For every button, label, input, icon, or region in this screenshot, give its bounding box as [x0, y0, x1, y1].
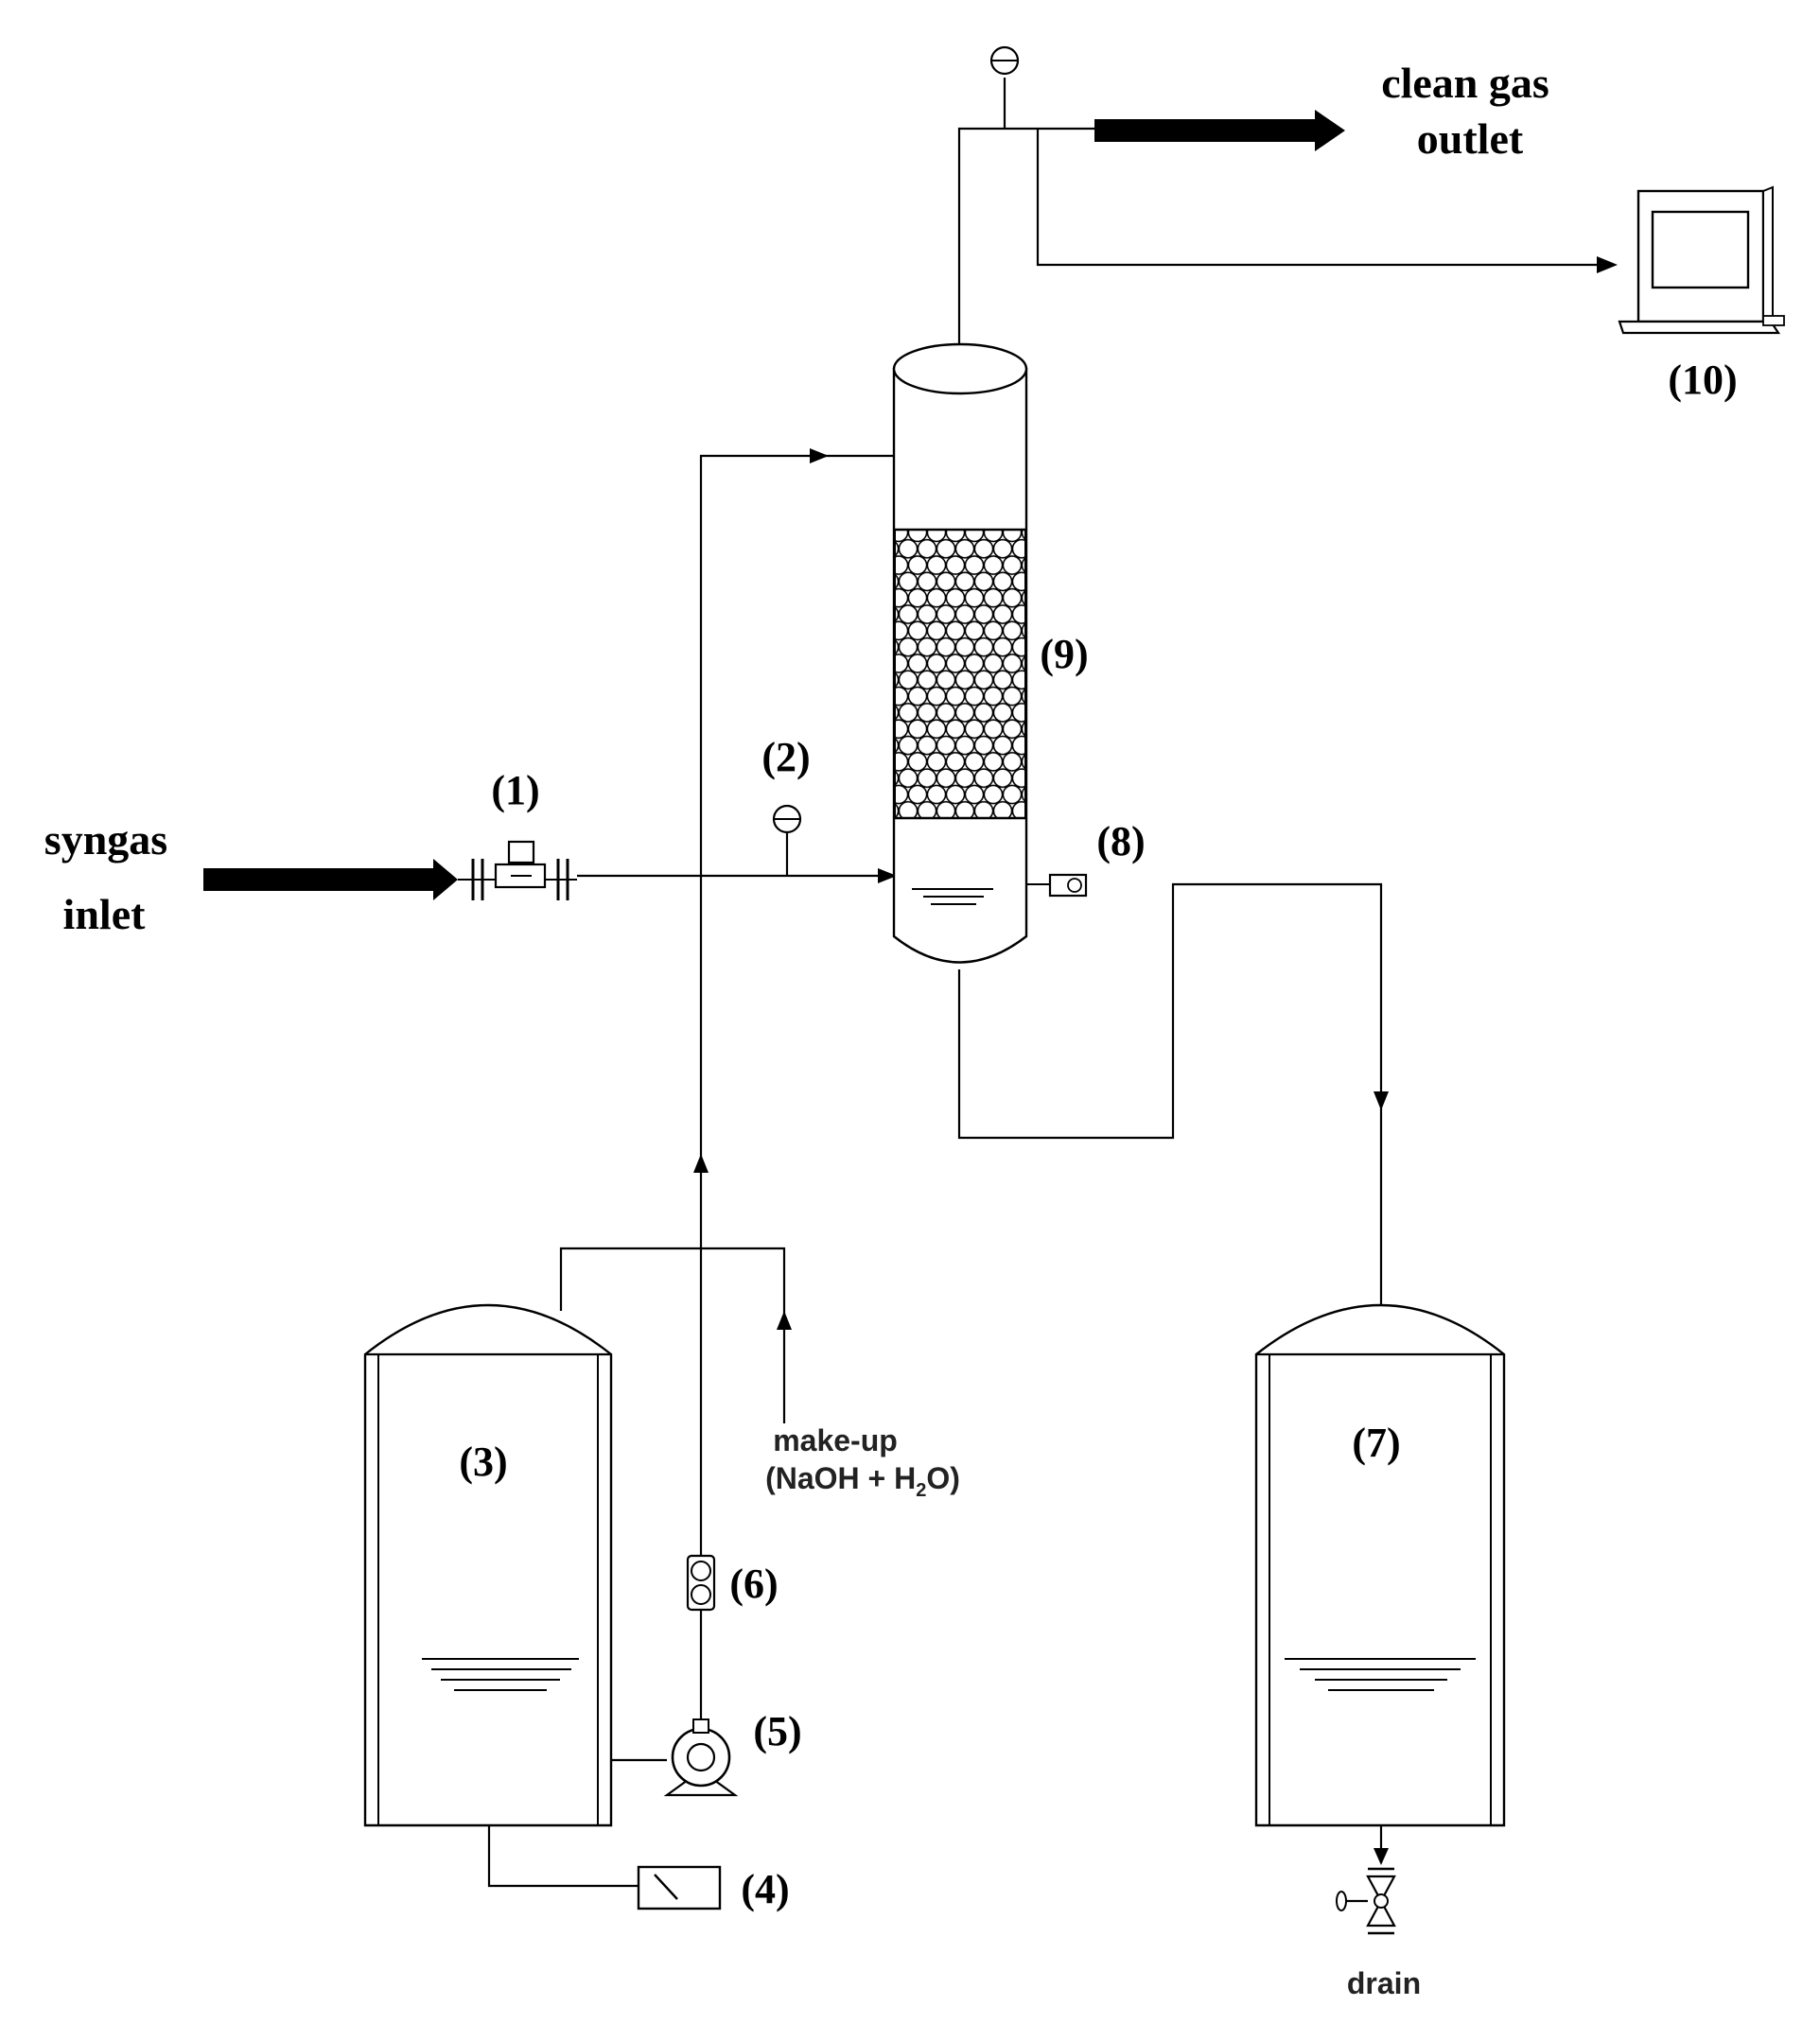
clean-gas-label-line2: outlet: [1417, 114, 1524, 163]
clean-gas-outlet-arrow: [1094, 110, 1345, 151]
label-1: (1): [491, 767, 539, 813]
label-4: (4): [741, 1866, 789, 1912]
makeup-label-subscript: 2: [916, 1480, 926, 1501]
tank-3-drain-line: [487, 1825, 639, 1888]
clean-gas-label-line1: clean gas: [1381, 59, 1549, 107]
makeup-arrow: [777, 1311, 792, 1330]
label-8: (8): [1096, 818, 1145, 864]
drain-arrow: [1374, 1848, 1389, 1865]
gas-analyzer-computer: [1618, 185, 1785, 335]
packed-scrubber-column: [892, 342, 1028, 964]
liquid-outlet-arrow: [1374, 1091, 1389, 1110]
recirculation-arrow-2: [693, 1154, 709, 1173]
label-3: (3): [459, 1439, 507, 1485]
syngas-label-line2: inlet: [63, 890, 147, 938]
makeup-label-post: O): [926, 1461, 960, 1495]
control-valve-1: [458, 840, 577, 900]
flow-meter-6: [686, 1554, 716, 1612]
label-10: (10): [1668, 357, 1737, 403]
syngas-flow-arrow: [878, 868, 897, 883]
pressure-indicator-top: [989, 45, 1020, 76]
makeup-pipe: [559, 1247, 786, 1423]
label-6: (6): [729, 1561, 778, 1607]
makeup-label-line2: (NaOH + H2O): [765, 1461, 960, 1501]
liquid-outlet-pipe: [957, 882, 1383, 1335]
label-2: (2): [761, 734, 810, 780]
drain-valve: [1336, 1867, 1396, 1935]
instrument-box-4: [637, 1865, 722, 1910]
label-5: (5): [753, 1708, 801, 1754]
circulation-pump-5: [663, 1718, 739, 1797]
alkali-storage-tank-3: [363, 1303, 613, 1827]
syngas-label-line1: syngas: [44, 815, 167, 864]
label-9: (9): [1040, 631, 1088, 677]
recirculation-arrow-1: [810, 448, 829, 463]
makeup-label-pre: (NaOH + H: [765, 1461, 916, 1495]
label-7: (7): [1352, 1420, 1400, 1466]
level-sensor-8: [1026, 873, 1088, 898]
gas-outlet-pipe: [957, 127, 1097, 345]
packing-bed: [894, 529, 1026, 819]
pressure-indicator-2: [772, 804, 802, 834]
labels: syngas inlet clean gas outlet make-up (N…: [44, 59, 1738, 2000]
syngas-inlet-arrow: [203, 859, 458, 900]
drain-label: drain: [1347, 1966, 1421, 2000]
makeup-label-line1: make-up: [773, 1423, 898, 1457]
analyzer-arrow: [1597, 256, 1618, 273]
spent-liquid-tank-7: [1254, 1303, 1506, 1827]
analyzer-line: [1036, 129, 1599, 267]
